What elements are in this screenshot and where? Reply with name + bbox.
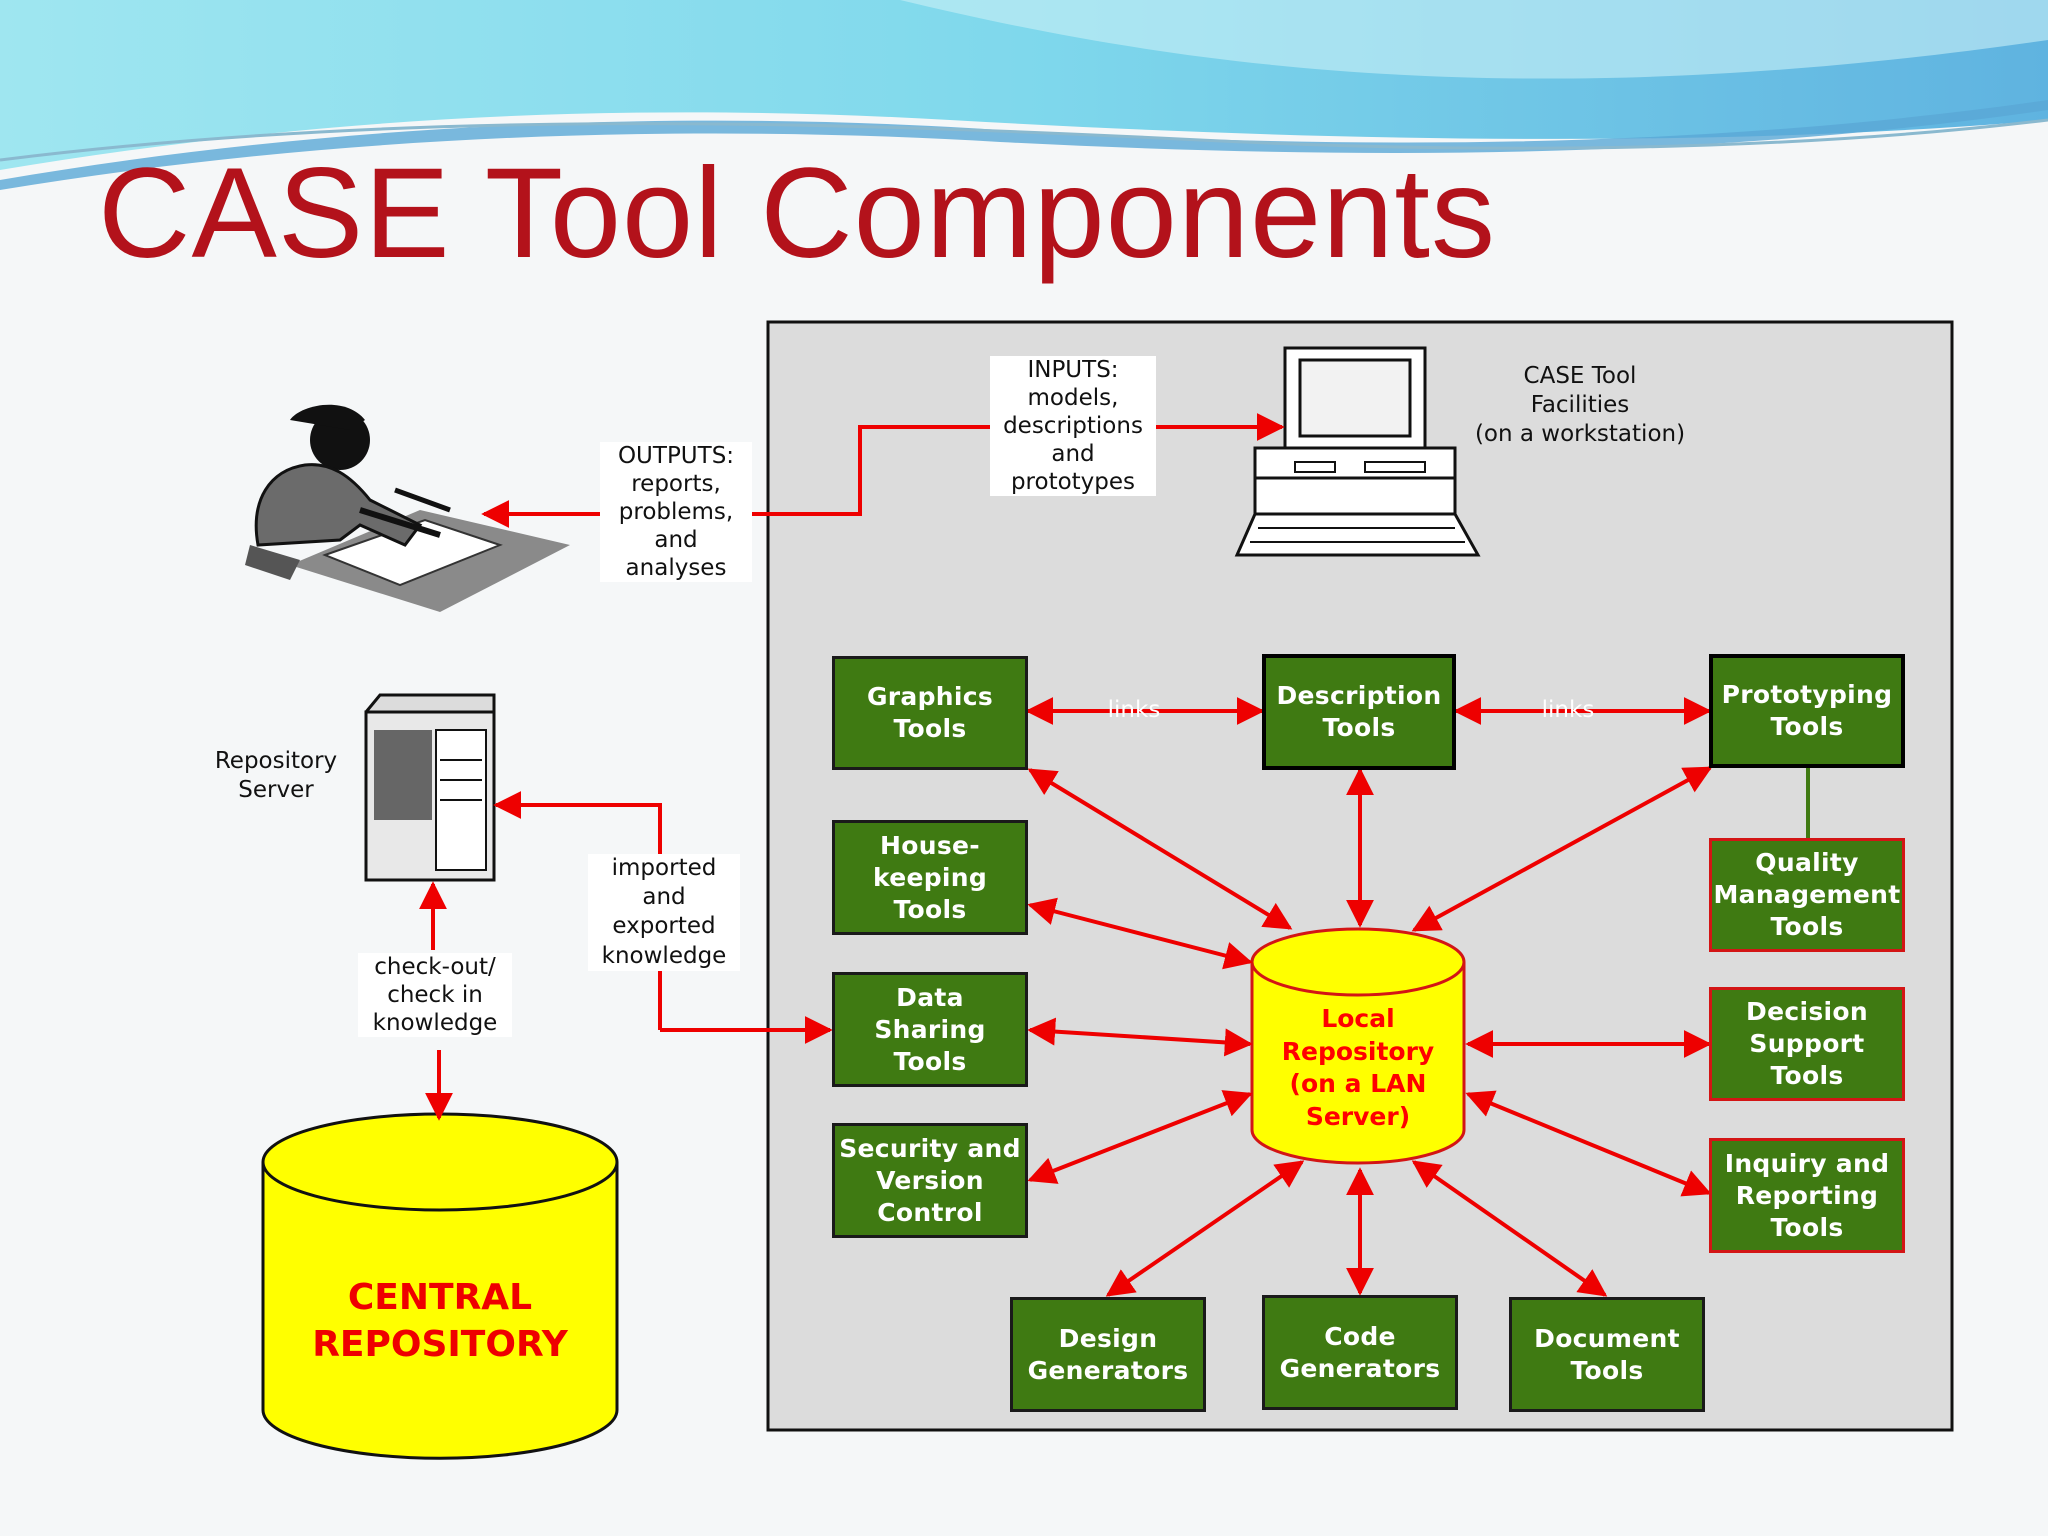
links-label-left: links — [1107, 697, 1161, 723]
workstation-computer-icon — [1234, 346, 1481, 557]
arrow-prototyping-local — [1411, 766, 1713, 932]
prototyping-tools-box[interactable]: Prototyping Tools — [1709, 654, 1905, 768]
checkout-checkin-label: check-out/ check in knowledge — [358, 953, 512, 1038]
outputs-label: OUTPUTS: reports, problems, and analyses — [600, 442, 752, 583]
workstation-label: CASE Tool Facilities (on a workstation) — [1474, 363, 1686, 447]
decision-support-tools-box[interactable]: Decision Support Tools — [1709, 987, 1905, 1101]
imported-exported-label: imported and exported knowledge — [588, 854, 740, 971]
housekeeping-tools-box[interactable]: House- keeping Tools — [832, 820, 1028, 935]
links-label-right: links — [1541, 697, 1595, 723]
quality-management-tools-box[interactable]: Quality Management Tools — [1709, 838, 1905, 952]
data-sharing-tools-box[interactable]: Data Sharing Tools — [832, 972, 1028, 1087]
person-at-desk-icon — [245, 404, 570, 612]
arrow-datasharing-local — [1027, 1017, 1253, 1057]
central-repository-cylinder — [261, 1112, 619, 1460]
description-tools-box[interactable]: Description Tools — [1262, 654, 1456, 770]
document-tools-box[interactable]: Document Tools — [1509, 1297, 1705, 1412]
design-generators-box[interactable]: Design Generators — [1010, 1297, 1206, 1412]
security-version-control-box[interactable]: Security and Version Control — [832, 1123, 1028, 1238]
code-generators-box[interactable]: Code Generators — [1262, 1295, 1458, 1410]
arrow-housekeeping-local — [1027, 897, 1253, 970]
local-repository-label: Local Repository (on a LAN Server) — [1281, 1004, 1435, 1131]
arrow-security-local — [1027, 1090, 1253, 1184]
slide-title: CASE Tool Components — [98, 142, 1496, 285]
repository-server-icon — [364, 693, 496, 882]
central-repository-label: CENTRAL REPOSITORY — [312, 1277, 568, 1365]
header-wave-decoration — [0, 0, 2048, 190]
arrow-design-local — [1105, 1160, 1305, 1297]
repository-server-label: Repository Server — [214, 748, 338, 803]
arrow-document-local — [1411, 1160, 1608, 1297]
inputs-label: INPUTS: models, descriptions and prototy… — [990, 356, 1156, 497]
graphics-tools-box[interactable]: Graphics Tools — [832, 656, 1028, 770]
arrow-inquiry-local — [1465, 1090, 1712, 1197]
local-repository-cylinder — [1250, 927, 1466, 1165]
diagram-arrows — [419, 413, 1713, 1297]
inquiry-reporting-tools-box[interactable]: Inquiry and Reporting Tools — [1709, 1138, 1905, 1253]
